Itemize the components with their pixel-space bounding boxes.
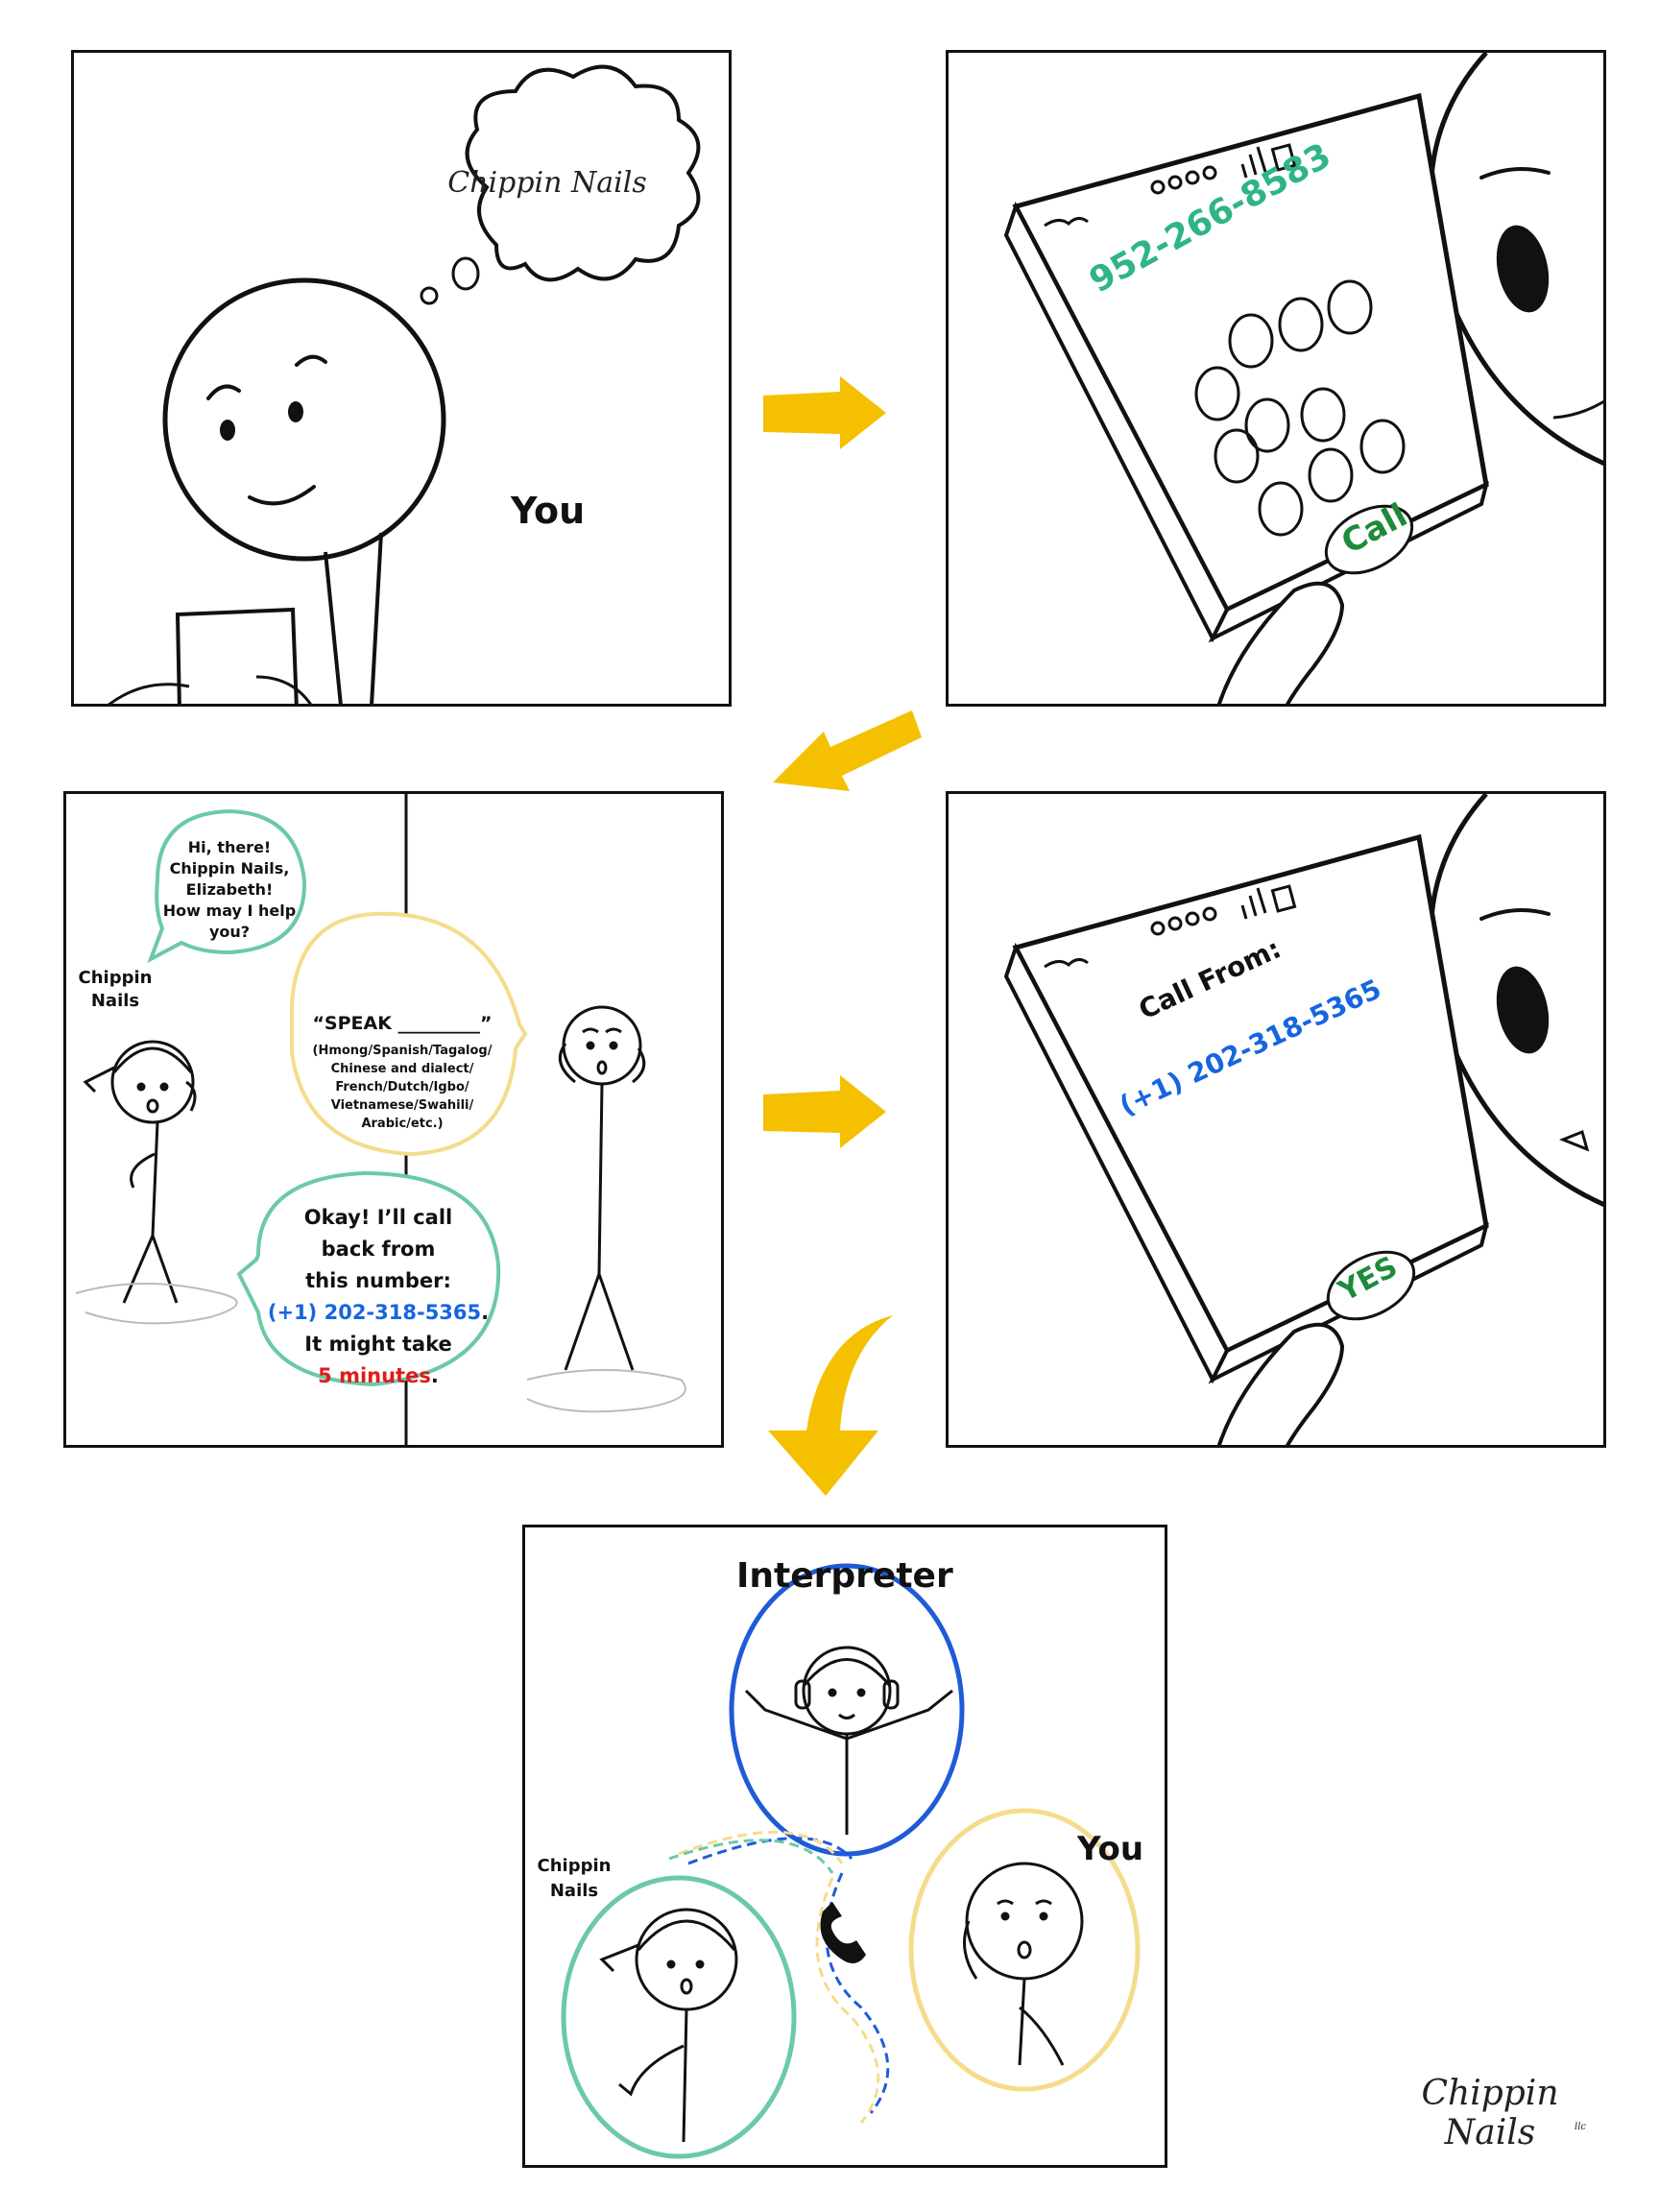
cloud-logo-text: Chippin Nails <box>447 166 647 200</box>
brand-logo: Chippin Nails <box>1421 2074 1559 2152</box>
reply-take: It might take <box>304 1333 452 1356</box>
arrow-right-icon <box>763 1075 886 1148</box>
shop-label-line2: Nails <box>549 1881 599 1901</box>
keypad <box>1194 279 1406 537</box>
language-line: (Hmong/Spanish/Tagalog/ <box>312 1044 493 1058</box>
speak-bubble: “SPEAK _________” (Hmong/Spanish/Tagalog… <box>297 1013 508 1133</box>
language-line: French/Dutch/Igbo/ <box>335 1080 469 1094</box>
you-head <box>162 277 446 562</box>
reply-line: back from <box>321 1238 436 1261</box>
panel1-drawing <box>108 64 701 704</box>
reply-number-suffix: . <box>481 1301 490 1324</box>
arrow-right-icon <box>763 376 886 449</box>
shop-label-panel5: Chippin Nails <box>531 1854 617 1904</box>
thought-cloud <box>465 64 701 282</box>
reply-bubble: Okay! I’ll call back from this number: (… <box>263 1202 493 1392</box>
speak-title: “SPEAK _________” <box>312 1013 493 1034</box>
reply-time: 5 minutes <box>318 1364 431 1387</box>
panel-you-thinking: Chippin Nails You <box>71 50 732 707</box>
interpreter-label: Interpreter <box>736 1556 953 1596</box>
language-line: Chinese and dialect/ <box>330 1062 474 1076</box>
language-line: Arabic/etc.) <box>361 1117 444 1131</box>
phone-handset-icon <box>820 1902 866 1963</box>
brand-logo-suffix: llc <box>1575 2122 1586 2132</box>
greeting-line: How may I help <box>162 902 297 920</box>
shop-label-line2: Nails <box>90 991 140 1011</box>
you-label: You <box>1077 1830 1144 1868</box>
panel-dialing: 952-266-8583 Call <box>946 50 1606 707</box>
panel-conversation: Chippin Nails Hi, there! Chippin Nails, … <box>63 791 724 1448</box>
panel4-drawing <box>1003 794 1603 1445</box>
reply-line: this number: <box>305 1269 451 1292</box>
arrow-down-left-icon <box>773 710 922 791</box>
panel3-drawing <box>75 794 686 1445</box>
reply-number: (+1) 202-318-5365 <box>267 1301 482 1324</box>
reply-time-suffix: . <box>430 1364 439 1387</box>
greeting-line: you? <box>208 923 251 941</box>
language-line: Vietnamese/Swahili/ <box>330 1098 474 1113</box>
greeting-line: Chippin Nails, <box>169 859 290 878</box>
panel2-drawing <box>1003 53 1603 704</box>
you-label: You <box>511 490 586 532</box>
shop-label-line1: Chippin <box>537 1856 612 1876</box>
reply-line: Okay! I’ll call <box>303 1206 453 1229</box>
greeting-line: Elizabeth! <box>185 880 274 899</box>
shop-label-line1: Chippin <box>78 968 153 988</box>
shop-label-panel3: Chippin Nails <box>72 967 158 1013</box>
arrow-curved-down-icon <box>768 1315 893 1496</box>
panel-incoming-call: Call From: (+1) 202-318-5365 YES <box>946 791 1606 1448</box>
panel-three-way-call: Interpreter Chippin Nails You <box>522 1525 1167 2168</box>
greeting-line: Hi, there! <box>187 838 272 856</box>
call-button-shape <box>1324 504 1414 575</box>
panel5-drawing <box>561 1563 1141 2159</box>
greeting-bubble: Hi, there! Chippin Nails, Elizabeth! How… <box>162 837 297 943</box>
